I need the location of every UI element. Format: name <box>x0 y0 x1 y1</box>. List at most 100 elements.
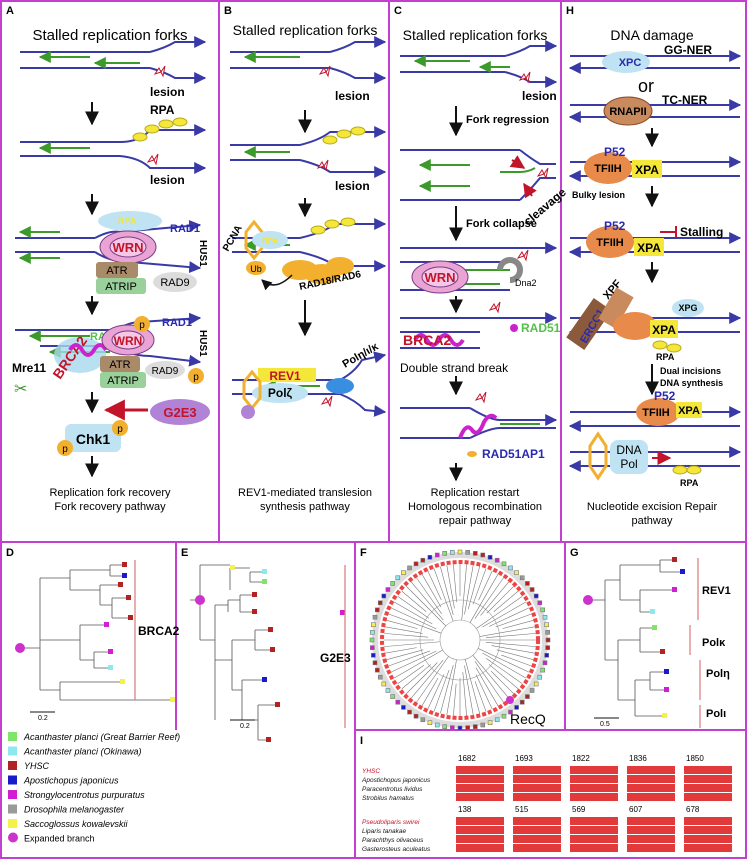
tree-f-branch <box>464 659 480 714</box>
panel-h-xpa-2: XPA <box>637 241 661 255</box>
tree-f-branch <box>486 658 523 684</box>
tree-f-tip <box>545 645 550 650</box>
tree-f-tip <box>381 681 387 687</box>
panel-a-rad9-2: RAD9 <box>152 366 179 377</box>
tree-f-branch <box>446 565 455 609</box>
panel-b-lesion-1: lesion <box>335 89 370 103</box>
tree-f-branch <box>502 620 534 629</box>
legend-label: Drosophila melanogaster <box>24 805 125 815</box>
panel-h-dna: DNA <box>616 443 641 457</box>
panel-a-rpa-2: RPA <box>118 216 137 226</box>
alignment-cell <box>513 766 561 774</box>
panel-a-mre11: Mre11 <box>12 361 46 375</box>
tree-f-tip <box>375 607 380 613</box>
g2e3-protein <box>150 399 210 425</box>
alignment-cell <box>570 766 618 774</box>
tree-f-branch <box>469 574 499 623</box>
tree-f-tip <box>442 551 448 556</box>
alignment-species: Apostichopus japonicus <box>361 777 431 784</box>
panel-h-footer-2: pathway <box>632 515 673 527</box>
tree-f-branch <box>475 667 499 706</box>
tree-f-tip <box>465 725 470 730</box>
panel-a-atrip: ATRIP <box>105 281 137 293</box>
panel-h-dual-2: DNA synthesis <box>660 378 723 388</box>
legend-label: Acanthaster planci (Okinawa) <box>23 747 142 757</box>
alignment-cell <box>684 844 732 852</box>
tree-e-letter: E <box>181 547 188 559</box>
panel-b-polz: Polζ <box>268 386 293 400</box>
tree-f-tip <box>544 622 549 628</box>
lesion-icon <box>153 65 166 78</box>
legend-label: Strongylocentrotus purpuratus <box>24 790 145 800</box>
tree-f-tip <box>413 713 419 719</box>
tree-d-scale: 0.2 <box>38 715 48 722</box>
tree-f-branch <box>472 568 487 605</box>
alignment-cell <box>570 844 618 852</box>
tree-f-branch <box>390 650 437 673</box>
tree-f-tip <box>450 550 455 555</box>
tree-f-branch <box>388 650 431 667</box>
panel-c-letter: C <box>394 5 402 17</box>
tree-f-tip <box>465 550 470 555</box>
tree-f-tip <box>494 557 500 563</box>
alignment-species: Liparis tanakae <box>362 828 406 835</box>
panel-c-dna2: Dna2 <box>515 278 537 288</box>
legend-swatch <box>8 746 17 756</box>
panel-c-collapse: Fork collapse <box>466 218 537 230</box>
alignment-cell <box>456 784 504 792</box>
tree-f-branch <box>394 601 433 625</box>
tree-f-branch <box>410 659 444 699</box>
panel-h-p52-3: P52 <box>654 389 676 403</box>
panel-h-xpg: XPG <box>678 303 697 313</box>
tree-g-letter: G <box>570 547 579 559</box>
panel-h-tcner: TC-NER <box>662 93 708 107</box>
panel-c-rad51ap1: RAD51AP1 <box>482 447 545 461</box>
panel-a-wrn: WRN <box>112 240 143 255</box>
alignment-cell <box>627 844 675 852</box>
rnap-protein <box>603 96 653 126</box>
tree-f-branch <box>490 670 514 694</box>
alignment-letter: I <box>360 735 363 747</box>
tree-f-tip <box>519 575 525 581</box>
tree-d-letter: D <box>6 547 14 559</box>
legend-swatch <box>8 819 17 828</box>
tree-f-tip <box>514 570 519 575</box>
panel-a-p-1: p <box>139 320 145 331</box>
panel-b-footer-1: REV1-mediated translesion <box>238 487 372 499</box>
tree-f-branch <box>384 641 441 647</box>
alignment-cell <box>456 793 504 801</box>
panel-a-lesion-1: lesion <box>150 85 185 99</box>
tree-f-tip <box>390 694 395 699</box>
alignment-cell <box>570 784 618 792</box>
tree-f-tip <box>540 607 545 613</box>
tree-f-tip <box>372 660 378 666</box>
tree-f-branch <box>385 626 423 634</box>
alignment-cell <box>684 766 732 774</box>
tree-f-branch <box>406 662 438 694</box>
alignment-position: 1850 <box>686 754 704 763</box>
panel-h-rnap: RNAPII <box>609 106 646 118</box>
tree-f-tip <box>540 667 545 673</box>
panel-b-ub: Ub <box>250 264 262 274</box>
alignment-cell <box>570 826 618 834</box>
alignment-cell <box>456 826 504 834</box>
tree-f-branch <box>474 681 487 712</box>
tree-f-branch <box>476 596 523 629</box>
panel-h-p52-1: P52 <box>604 145 626 159</box>
panel-b-rpa: RPA <box>262 237 279 246</box>
panel-h-rpa: RPA <box>656 352 675 362</box>
tree-e-tips <box>230 565 345 742</box>
panel-a-rad9: RAD9 <box>160 277 189 289</box>
tree-f-tip <box>390 581 395 586</box>
panel-a-rad1-2: RAD1 <box>162 317 192 329</box>
tree-f-branch <box>406 586 447 627</box>
tree-f-tip <box>427 720 433 725</box>
tree-f-branch <box>390 607 437 630</box>
tree-f-branch <box>464 665 474 715</box>
tree-f-tip <box>508 565 513 571</box>
alignment-position: 138 <box>458 805 472 814</box>
tree-d-label: BRCA2 <box>138 624 180 638</box>
alignment-species: Parachthys olivaceus <box>362 837 424 844</box>
